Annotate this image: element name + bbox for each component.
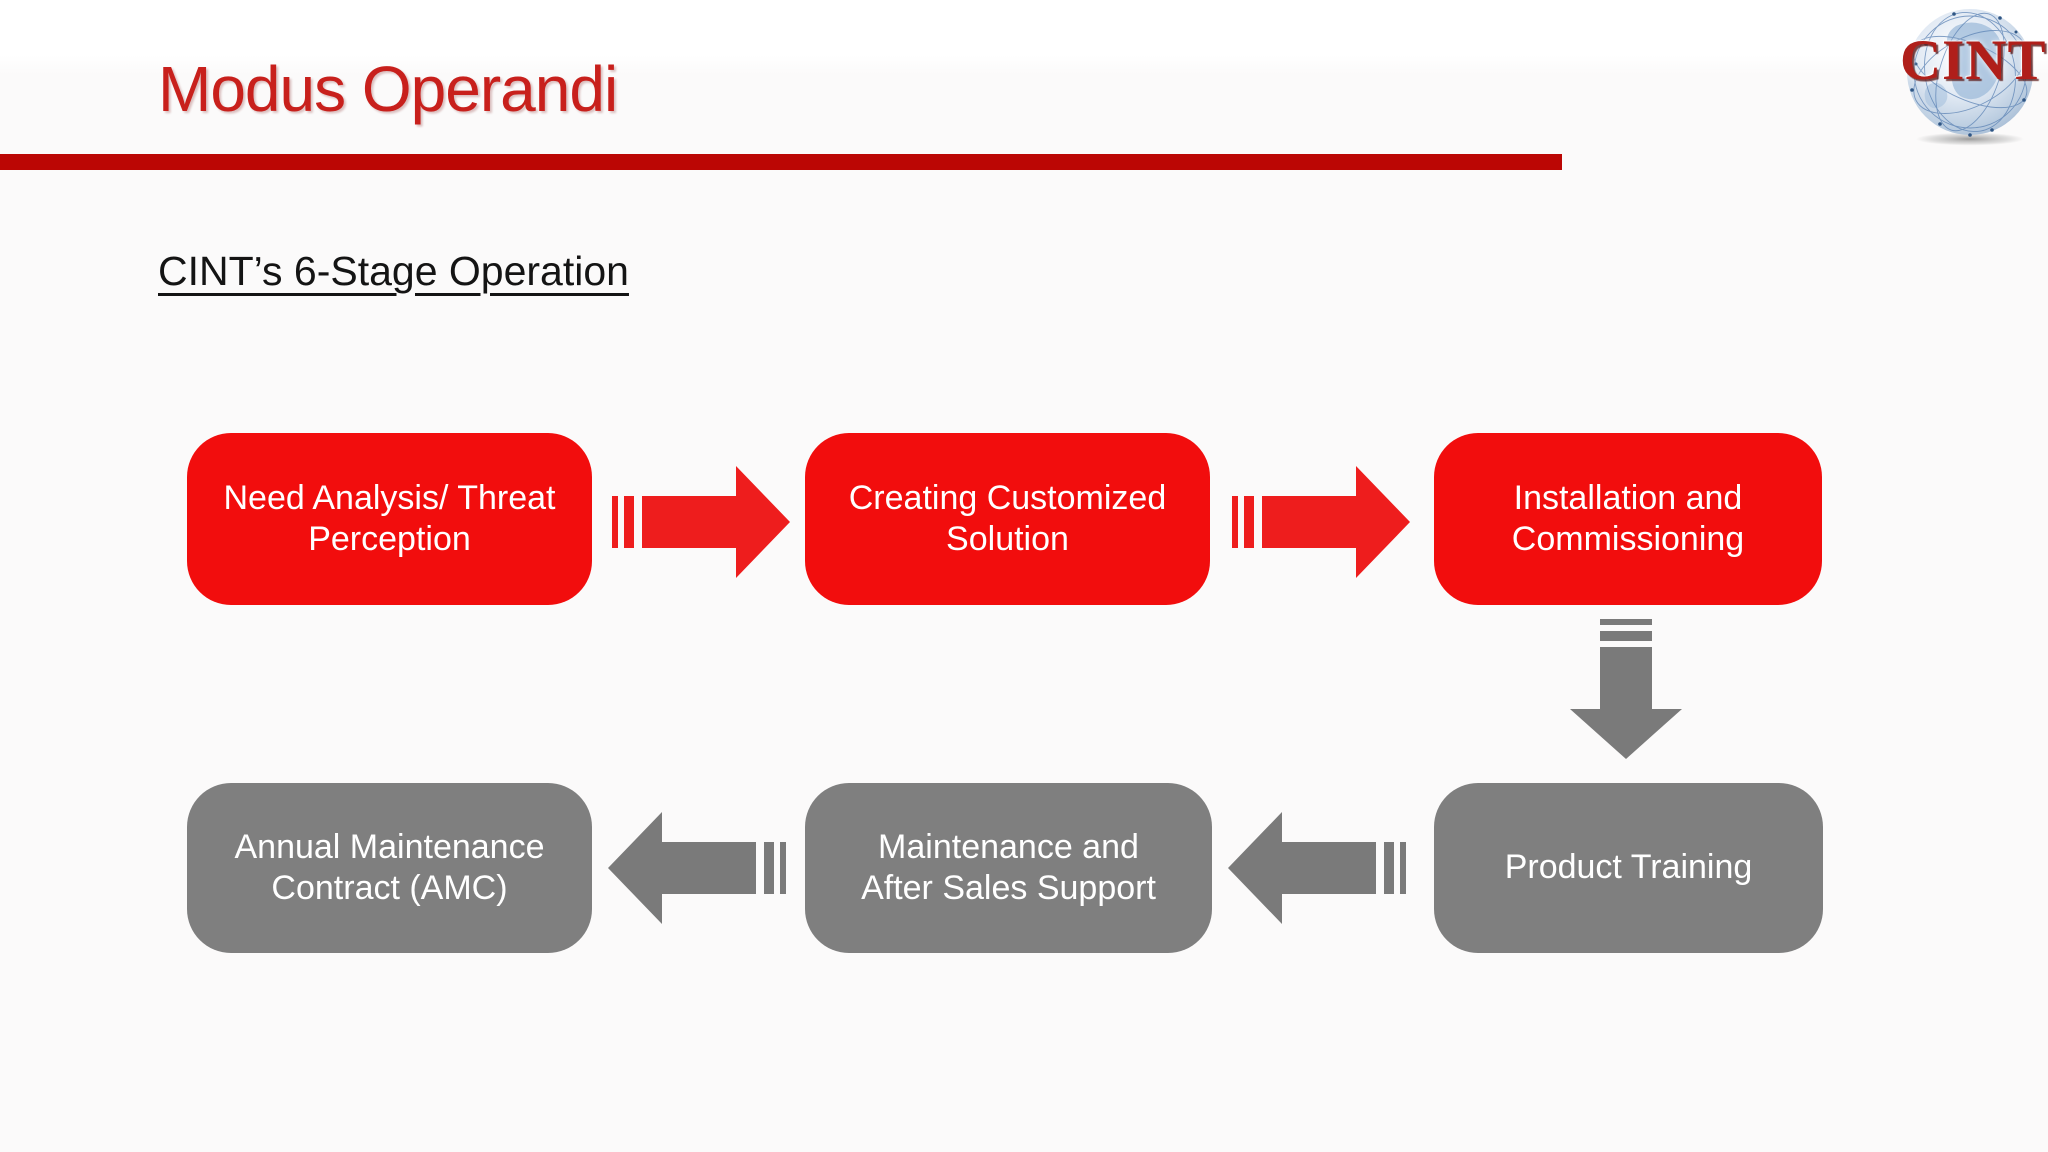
striped-arrow-left-icon — [608, 812, 786, 924]
slide-subtitle: CINT’s 6-Stage Operation — [158, 248, 629, 294]
cint-logo: CINT — [1896, 4, 2048, 146]
stage-box-amc: Annual Maintenance Contract (AMC) — [187, 783, 592, 953]
stage-label: Maintenance and After Sales Support — [861, 827, 1156, 907]
logo-wordmark: CINT — [1900, 29, 2047, 92]
page-title: Modus Operandi — [158, 53, 618, 125]
stage-label: Annual Maintenance Contract (AMC) — [234, 827, 545, 907]
stage-box-installation-commissioning: Installation and Commissioning — [1434, 433, 1822, 605]
striped-arrow-right-icon — [1232, 466, 1410, 578]
stage-box-need-analysis: Need Analysis/ Threat Perception — [187, 433, 592, 605]
globe-icon — [1907, 9, 2034, 146]
title-divider — [0, 154, 1562, 170]
stage-box-maintenance-support: Maintenance and After Sales Support — [805, 783, 1212, 953]
stage-label: Creating Customized Solution — [848, 478, 1167, 558]
stage-label: Installation and Commissioning — [1511, 478, 1745, 558]
stage-label: Product Training — [1504, 848, 1753, 887]
stage-label: Need Analysis/ Threat Perception — [223, 478, 556, 558]
stage-box-product-training: Product Training — [1434, 783, 1823, 953]
striped-arrow-right-icon — [612, 466, 790, 578]
striped-arrow-left-icon — [1228, 812, 1406, 924]
stage-box-customized-solution: Creating Customized Solution — [805, 433, 1210, 605]
striped-arrow-down-icon — [1570, 618, 1682, 760]
